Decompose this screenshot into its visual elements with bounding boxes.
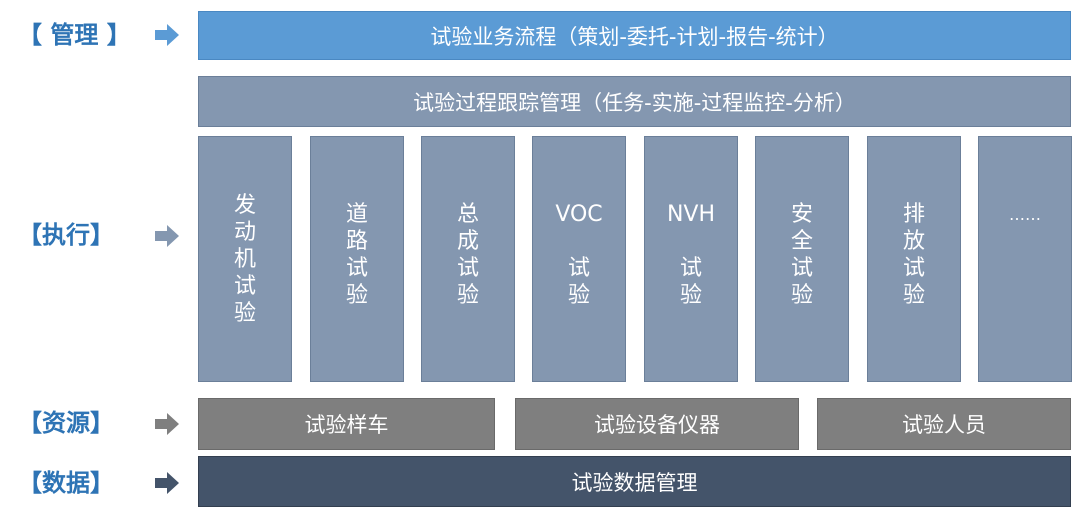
test-column-road: 道 路 试 验 <box>310 136 404 382</box>
column-char: 试 <box>345 256 368 281</box>
column-char: 验 <box>790 283 813 308</box>
column-char: 验 <box>456 283 479 308</box>
resource-test-equipment: 试验设备仪器 <box>515 398 799 450</box>
column-char: 验 <box>902 283 925 308</box>
resource-label: 试验样车 <box>304 413 389 437</box>
column-char: 安 <box>790 202 813 227</box>
column-char: 验 <box>679 283 702 308</box>
right-arrow-icon <box>155 413 179 435</box>
column-char: 验 <box>345 283 368 308</box>
process-tracking-text: 试验过程跟踪管理（任务-实施-过程监控-分析） <box>413 90 856 115</box>
column-char: 验 <box>233 301 256 326</box>
test-column-nvh: NVH 试 验 <box>644 136 738 382</box>
column-char: 试 <box>902 256 925 281</box>
management-process-box: 试验业务流程（策划-委托-计划-报告-统计） <box>198 11 1071 60</box>
row-label-management: 【 管理 】 <box>18 21 131 49</box>
column-head: VOC <box>555 202 603 227</box>
column-char: 验 <box>567 283 590 308</box>
management-process-text: 试验业务流程（策划-委托-计划-报告-统计） <box>430 24 839 49</box>
process-tracking-box: 试验过程跟踪管理（任务-实施-过程监控-分析） <box>198 76 1071 127</box>
column-char: 路 <box>345 229 368 254</box>
data-management-box: 试验数据管理 <box>198 456 1071 507</box>
column-char: 排 <box>902 202 925 227</box>
right-arrow-icon <box>155 225 179 247</box>
test-column-assembly: 总 成 试 验 <box>421 136 515 382</box>
column-char: 全 <box>790 229 813 254</box>
column-char: 成 <box>456 229 479 254</box>
column-char: 放 <box>902 229 925 254</box>
column-char: 道 <box>345 202 368 227</box>
resource-test-personnel: 试验人员 <box>817 398 1071 450</box>
column-char: 试 <box>456 256 479 281</box>
right-arrow-icon <box>155 472 179 494</box>
column-char: 发 <box>233 193 256 218</box>
resource-label: 试验人员 <box>902 413 986 437</box>
column-char: 试 <box>790 256 813 281</box>
test-column-safety: 安 全 试 验 <box>755 136 849 382</box>
column-head: NVH <box>666 202 716 227</box>
resource-test-vehicle: 试验样车 <box>198 398 495 450</box>
column-char: 试 <box>233 274 256 299</box>
test-column-voc: VOC 试 验 <box>532 136 626 382</box>
column-char: 试 <box>567 256 590 281</box>
test-column-emission: 排 放 试 验 <box>867 136 961 382</box>
right-arrow-icon <box>155 24 179 46</box>
resource-label: 试验设备仪器 <box>594 413 720 437</box>
data-management-text: 试验数据管理 <box>571 470 698 495</box>
column-char: 动 <box>233 220 256 245</box>
ellipsis-text: …… <box>1009 205 1041 224</box>
test-column-engine: 发 动 机 试 验 <box>198 136 292 382</box>
test-column-more: …… <box>978 136 1072 382</box>
column-char: 试 <box>679 256 702 281</box>
column-char: 总 <box>456 202 479 227</box>
column-char: 机 <box>233 247 256 272</box>
row-label-resources: 【资源】 <box>18 409 114 437</box>
row-label-data: 【数据】 <box>18 469 114 497</box>
row-label-execution: 【执行】 <box>18 221 114 249</box>
